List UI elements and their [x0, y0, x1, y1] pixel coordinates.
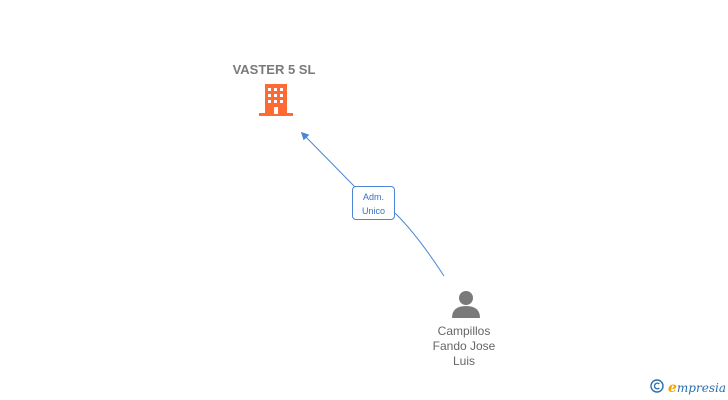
brand-initial: e: [668, 380, 677, 396]
company-name[interactable]: VASTER 5 SL: [232, 62, 316, 77]
relation-label-line2: Unico: [361, 206, 385, 216]
person-name[interactable]: Campillos Fando Jose Luis: [404, 324, 524, 369]
brand-rest: mpresia: [676, 381, 726, 395]
relation-label-line1: Adm.: [362, 192, 384, 202]
person-name-line3: Luis: [452, 354, 475, 368]
person-name-line2: Fando Jose: [432, 339, 496, 353]
person-icon[interactable]: [452, 291, 480, 318]
relation-edge: [300, 131, 445, 277]
copyright-icon: [650, 378, 664, 398]
building-icon[interactable]: [259, 84, 293, 116]
brand-name: empresia: [668, 380, 726, 396]
relation-label[interactable]: Adm. Unico: [352, 186, 395, 220]
person-name-line1: Campillos: [437, 324, 491, 338]
brand-logo: empresia: [650, 378, 726, 398]
